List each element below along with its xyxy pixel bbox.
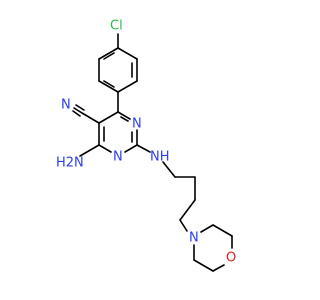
chlorophenyl-ring [98, 33, 138, 113]
pyrimidine-nitrogen-label: N [113, 150, 123, 165]
bond [200, 224, 214, 233]
bond [72, 110, 81, 117]
bond [103, 52, 115, 60]
propyl-linker [136, 144, 196, 232]
bond [179, 219, 188, 232]
bond [212, 224, 233, 237]
bond [193, 259, 214, 272]
pyrimidine-nitrogen-label: N [132, 117, 142, 132]
bond [120, 116, 129, 122]
bond [124, 144, 138, 153]
bond [75, 104, 85, 111]
bond [117, 80, 138, 93]
bond [98, 47, 119, 60]
pyrimidine-ring [98, 111, 138, 153]
bond [117, 47, 138, 60]
bond [81, 112, 100, 124]
bond [98, 111, 119, 124]
chemical-structure-diagram: Cl N N N H2N NH N O [56, 19, 236, 272]
bond [73, 107, 83, 114]
bond [179, 199, 196, 221]
morpholine-oxygen-label: O [226, 251, 236, 266]
amino-group-label: H2N [56, 156, 84, 171]
bond [98, 80, 119, 93]
nitrile-nitrogen-label: N [61, 98, 71, 113]
morpholine-ring [193, 224, 233, 272]
amino-bond [79, 144, 100, 157]
chlorine-atom-label: Cl [110, 19, 123, 34]
bond [136, 144, 151, 153]
nitrile-group [72, 104, 100, 124]
morpholine-nitrogen-label: N [189, 231, 199, 246]
bond [162, 161, 176, 178]
bond [117, 111, 131, 120]
bond [98, 144, 112, 153]
bond [212, 264, 225, 272]
amine-nh-label: NH [150, 150, 170, 165]
bond [103, 80, 115, 88]
